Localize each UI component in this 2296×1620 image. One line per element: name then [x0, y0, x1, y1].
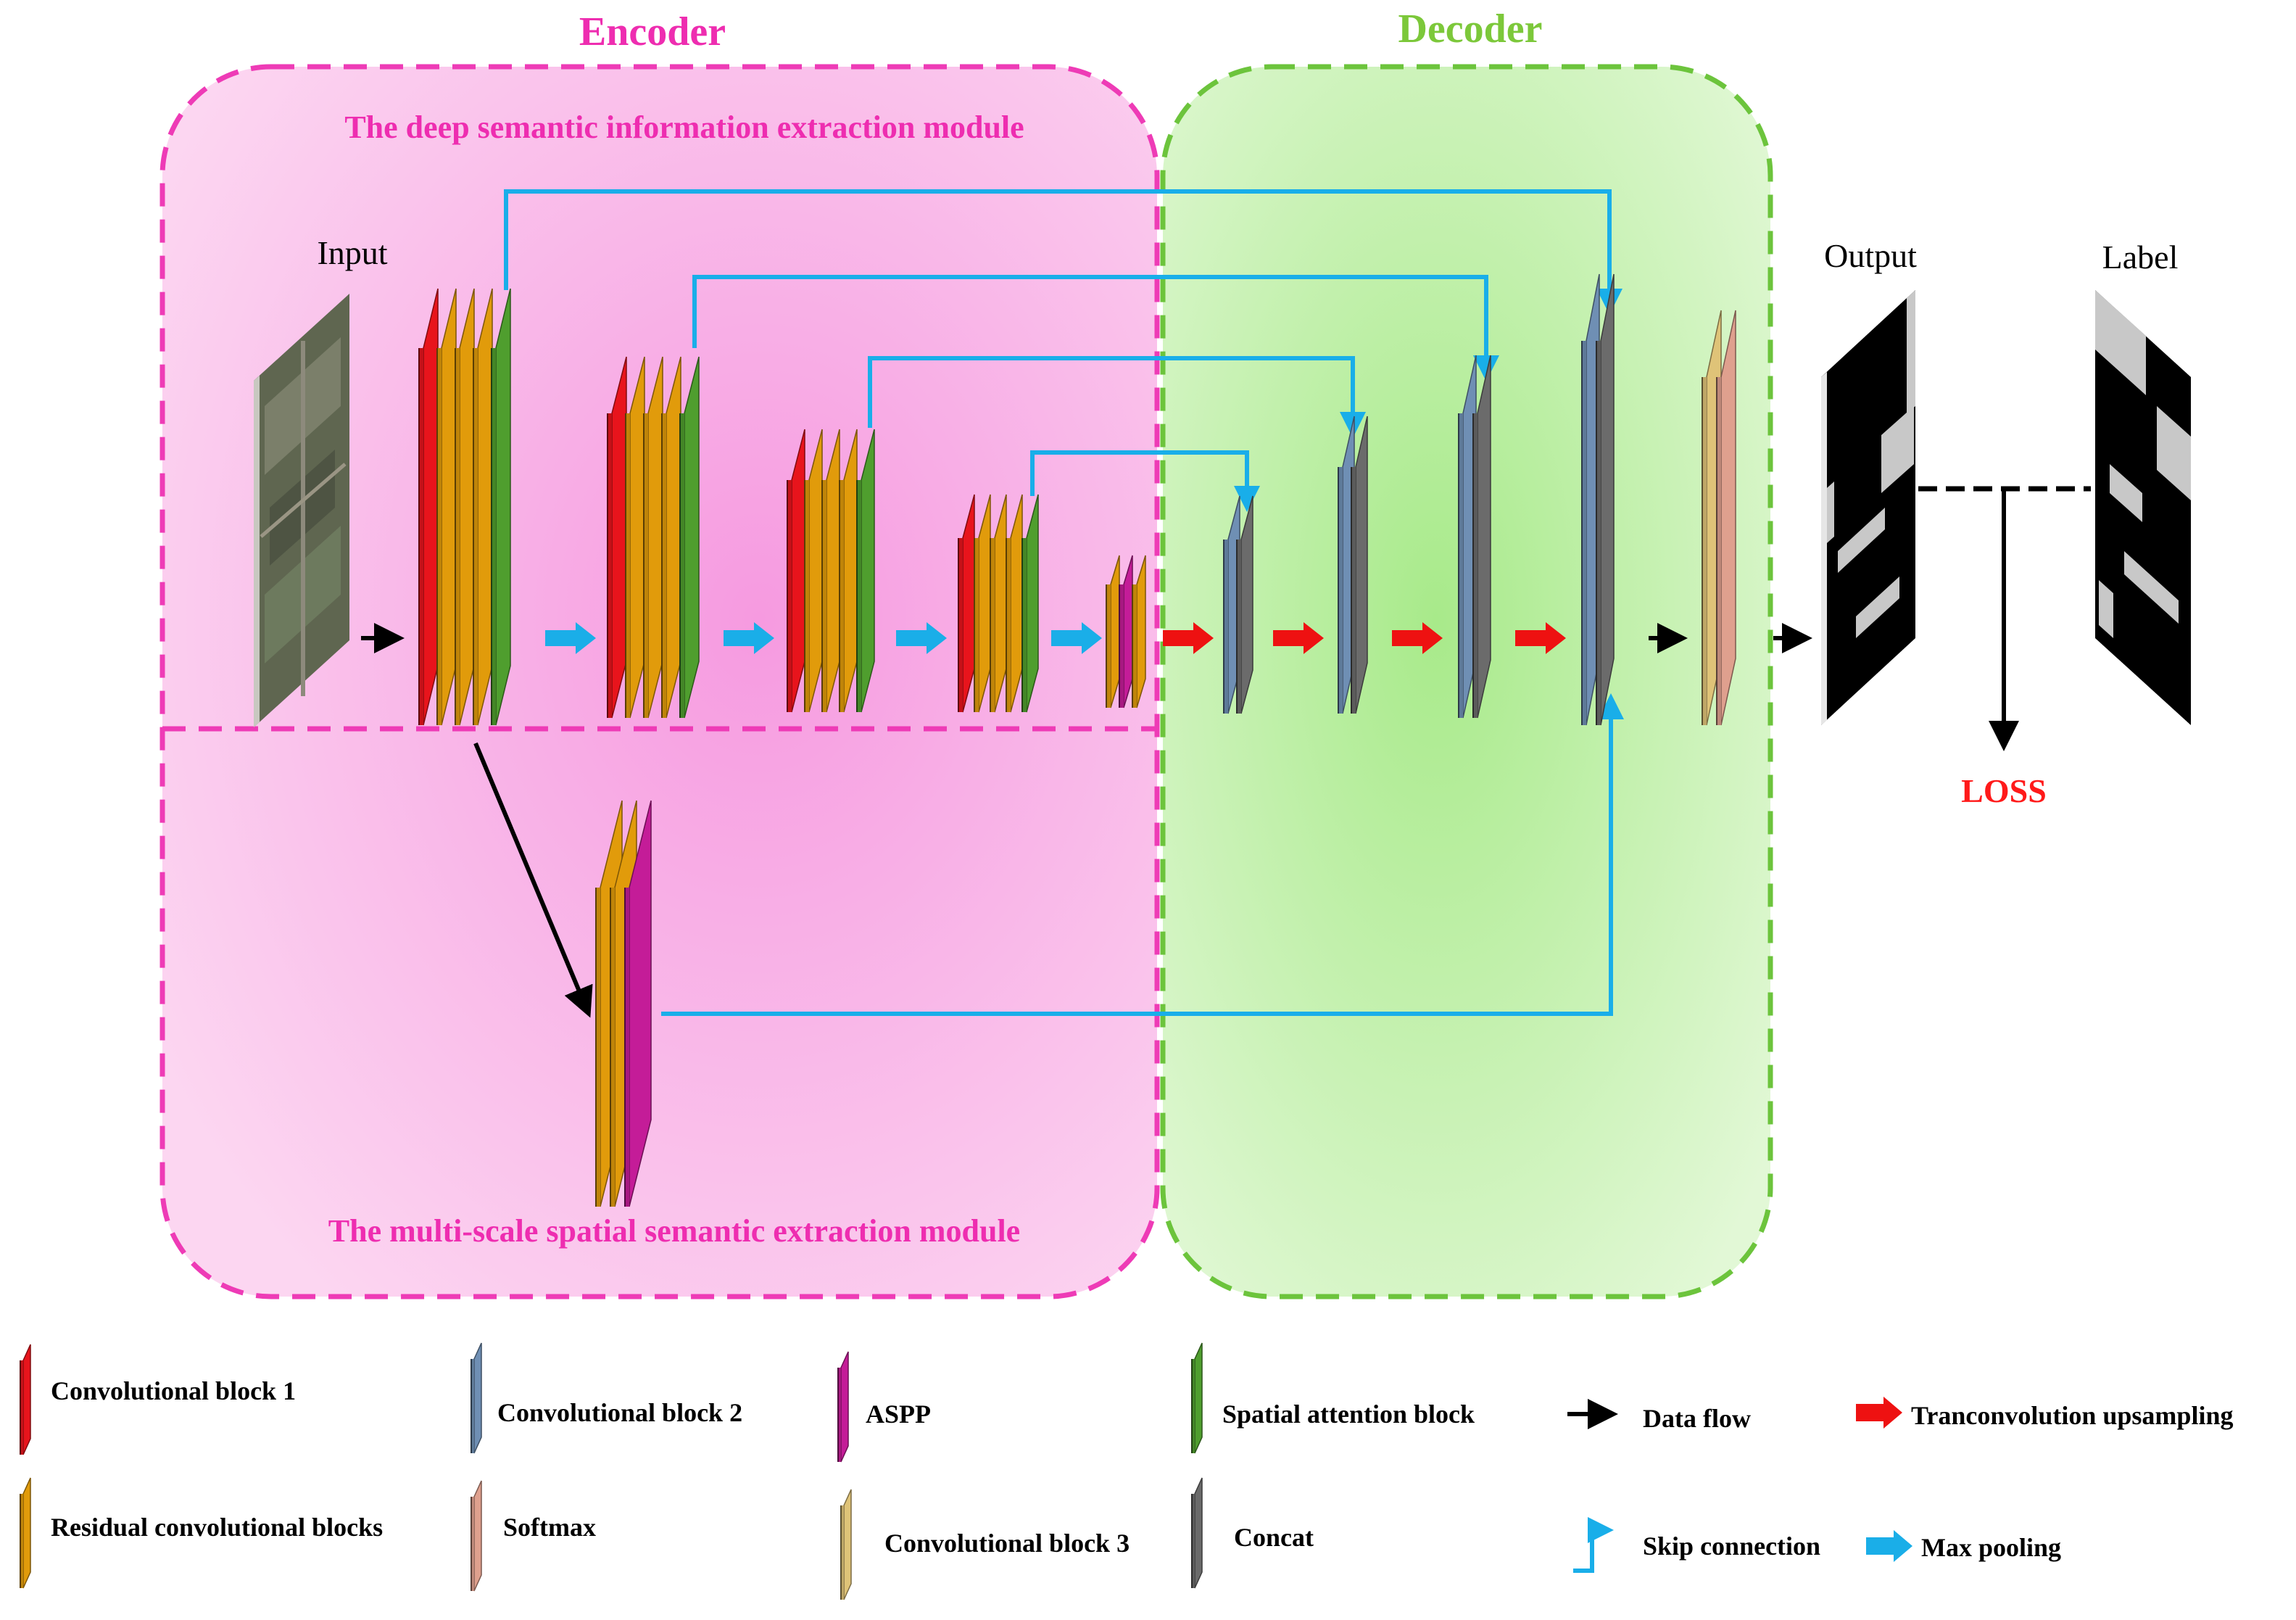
encoder-bottleneck — [1106, 555, 1146, 708]
encoder-stage-3-layer-4 — [839, 429, 858, 713]
softmax-stage-layer-2 — [1716, 310, 1736, 726]
legend-residual-icon — [20, 1477, 31, 1589]
encoder-stage-4 — [958, 494, 1039, 713]
encoder-panel — [159, 64, 1160, 1299]
encoder-stage-1-layer-4 — [473, 288, 493, 726]
skip-connection-aspp — [661, 693, 1624, 1016]
encoder-stage-4-layer-3 — [990, 494, 1007, 713]
transconv-arrow-2 — [1273, 622, 1324, 654]
encoder-stage-2-layer-2 — [625, 356, 645, 719]
legend-skip-connection-label: Skip connection — [1643, 1532, 1820, 1561]
legend-aspp-label: ASPP — [866, 1400, 931, 1429]
encoder-stage-1-layer-5 — [491, 288, 511, 726]
legend-transconv-label: Tranconvolution upsampling — [1911, 1401, 2233, 1430]
legend-skip-connection-icon — [1573, 1517, 1614, 1573]
encoder-stage-4-layer-2 — [974, 494, 991, 713]
max-pooling-arrow-4 — [1051, 622, 1102, 654]
legend-residual-label: Residual convolutional blocks — [51, 1513, 383, 1542]
skip-connection-1 — [504, 189, 1622, 315]
encoder-stage-3 — [787, 429, 875, 713]
transconv-arrow-3 — [1392, 622, 1443, 654]
softmax-stage — [1702, 310, 1736, 726]
aspp-branch-layer-3 — [624, 800, 652, 1207]
skip-connection-4 — [1030, 450, 1260, 512]
skip-connections — [504, 189, 1624, 1016]
decoder-stage-4 — [1581, 273, 1615, 726]
encoder-stage-1 — [418, 288, 511, 726]
encoder-stage-2-layer-4 — [661, 356, 681, 719]
encoder-stage-2-layer-3 — [643, 356, 663, 719]
legend-conv3-label: Convolutional block 3 — [884, 1529, 1130, 1558]
encoder-title: Encoder — [579, 9, 726, 54]
legend-concat-icon — [1191, 1477, 1203, 1589]
aspp-branch — [595, 800, 652, 1207]
legend-spatial-attention-icon — [1191, 1342, 1203, 1454]
decoder-stage-3-layer-2 — [1472, 355, 1491, 719]
label-label: Label — [2102, 239, 2179, 276]
legend-softmax-label: Softmax — [503, 1513, 596, 1542]
skip-connection-2 — [692, 275, 1499, 381]
skip-connection-3 — [868, 356, 1366, 438]
legend-concat-label: Concat — [1234, 1523, 1314, 1552]
encoder-stage-1-layer-2 — [436, 288, 457, 726]
legend-conv1-icon — [20, 1344, 31, 1455]
output-label: Output — [1824, 237, 1917, 274]
encoder-stage-3-layer-3 — [821, 429, 840, 713]
encoder-stage-3-layer-5 — [856, 429, 875, 713]
decoder-stage-2-layer-2 — [1351, 416, 1368, 714]
decoder-stage-2 — [1338, 416, 1368, 714]
encoder-stage-1-layer-1 — [418, 288, 439, 726]
legend-aspp-icon — [837, 1351, 849, 1463]
legend-conv2-icon — [471, 1342, 482, 1454]
encoder-bottleneck-layer-3 — [1132, 555, 1146, 708]
flow-arrows — [361, 622, 1812, 654]
encoder-stage-2 — [607, 356, 700, 719]
transconv-arrow-1 — [1163, 622, 1214, 654]
decoder-title: Decoder — [1398, 7, 1542, 51]
decoder-stage-4-layer-2 — [1596, 273, 1615, 726]
encoder-stage-4-layer-1 — [958, 494, 975, 713]
encoder-stage-3-layer-1 — [787, 429, 805, 713]
encoder-bottleneck-layer-1 — [1106, 555, 1120, 708]
max-pooling-arrow-3 — [896, 622, 947, 654]
multiscale-module-title: The multi-scale spatial semantic extract… — [328, 1213, 1020, 1249]
deep-module-title: The deep semantic information extraction… — [344, 109, 1024, 145]
decoder-stage-1 — [1223, 495, 1253, 714]
legend-conv2-label: Convolutional block 2 — [497, 1398, 742, 1427]
legend-softmax-icon — [471, 1480, 482, 1592]
legend-spatial-attention-label: Spatial attention block — [1222, 1400, 1475, 1429]
layer-stacks — [418, 273, 1736, 1207]
loss-label: LOSS — [1961, 772, 2047, 809]
legend-conv1-label: Convolutional block 1 — [51, 1376, 296, 1405]
encoder-stage-4-layer-4 — [1006, 494, 1023, 713]
label-image — [2095, 290, 2191, 725]
decoder-stage-1-layer-2 — [1236, 495, 1253, 714]
input-image — [254, 294, 349, 727]
legend-conv3-icon — [840, 1489, 852, 1600]
encoder-to-aspp-arrow — [473, 742, 593, 1018]
legend-max-pooling-label: Max pooling — [1921, 1533, 2061, 1562]
encoder-stage-2-layer-5 — [679, 356, 700, 719]
output-image — [1821, 290, 1915, 725]
legend: Convolutional block 1 Residual convoluti… — [20, 1342, 2233, 1600]
decoder-stage-3 — [1458, 355, 1491, 719]
transconv-arrow-4 — [1515, 622, 1566, 654]
legend-data-flow-label: Data flow — [1643, 1404, 1751, 1433]
input-label: Input — [317, 234, 387, 271]
legend-max-pooling-icon — [1866, 1530, 1912, 1562]
max-pooling-arrow-2 — [724, 622, 774, 654]
legend-transconv-icon — [1856, 1397, 1902, 1429]
encoder-stage-4-layer-5 — [1021, 494, 1039, 713]
encoder-stage-1-layer-3 — [455, 288, 475, 726]
max-pooling-arrow-1 — [545, 622, 596, 654]
